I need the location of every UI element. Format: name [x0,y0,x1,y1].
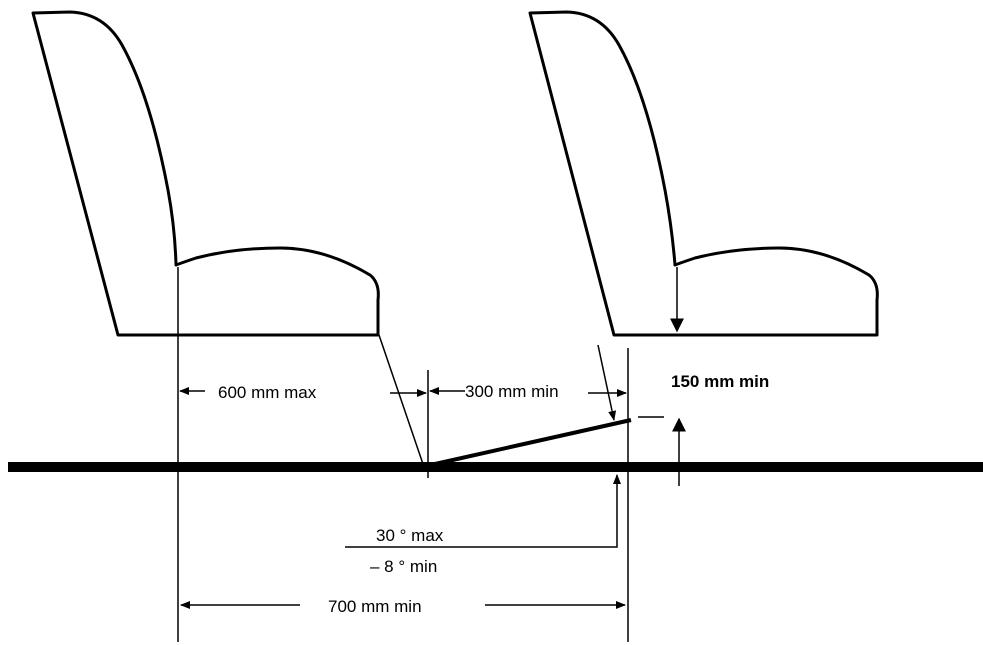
right-seat [528,10,879,337]
label-angle-max: 30 ° max [376,526,444,545]
left-seat [31,10,380,337]
label-600mm-max: 600 mm max [218,383,317,402]
label-700mm-min: 700 mm min [328,597,422,616]
label-300mm-min: 300 mm min [465,382,559,401]
label-150mm-min: 150 mm min [671,372,769,391]
seat-front-to-pivot-line [378,334,425,468]
label-angle-min: – 8 ° min [370,557,437,576]
angle-leader [345,474,621,548]
footrest-tip-leader [597,344,617,421]
footrest [425,418,632,468]
